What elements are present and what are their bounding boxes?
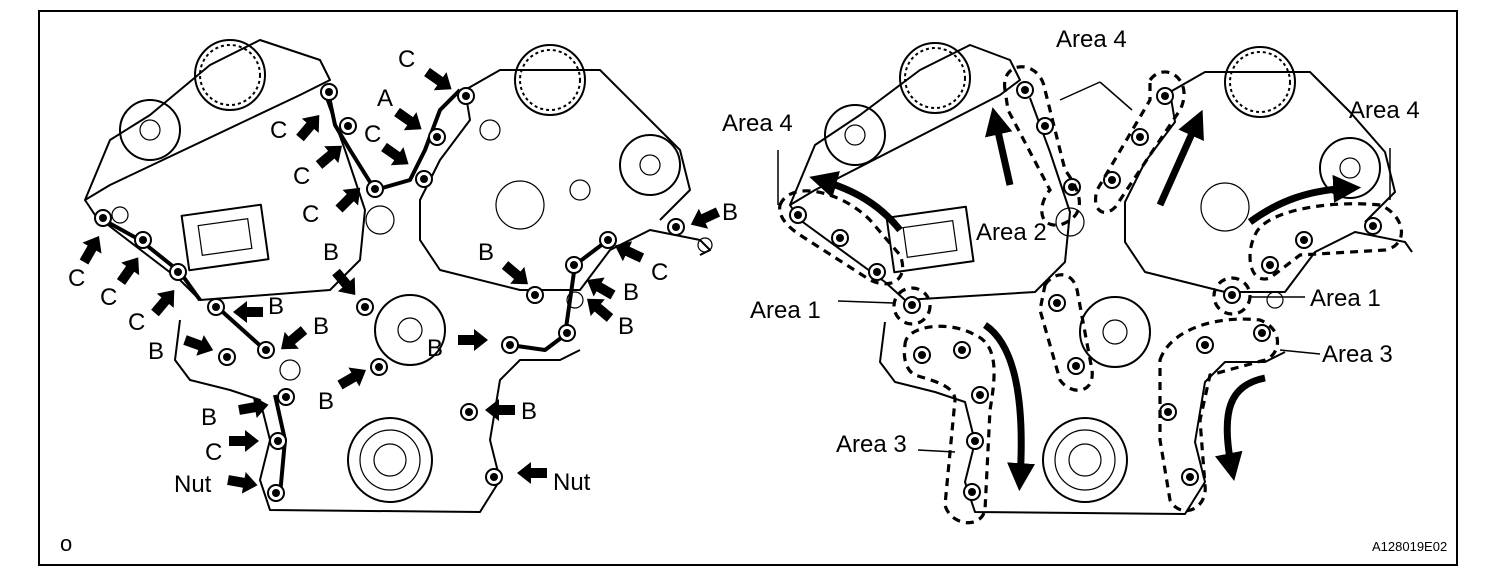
label-c: C: [270, 117, 287, 144]
label-c: C: [364, 121, 381, 148]
label-area-1: Area 1: [750, 297, 821, 324]
label-area-4: Area 4: [1349, 97, 1420, 124]
label-c: C: [68, 265, 85, 292]
left-diagram: C A C C C C B C C C C B B B B B B B B B …: [68, 39, 738, 513]
label-b: B: [268, 293, 284, 320]
label-c: C: [398, 46, 415, 73]
label-nut: Nut: [174, 471, 212, 498]
label-b: B: [618, 313, 634, 340]
label-area-1: Area 1: [1310, 285, 1381, 312]
label-c: C: [128, 309, 145, 336]
label-area-4: Area 4: [1056, 26, 1127, 53]
label-c: C: [651, 259, 668, 286]
label-b: B: [148, 338, 164, 365]
label-area-3: Area 3: [1322, 341, 1393, 368]
label-area-3: Area 3: [836, 431, 907, 458]
label-area-4: Area 4: [722, 110, 793, 137]
label-c: C: [302, 201, 319, 228]
label-b: B: [313, 313, 329, 340]
label-c: C: [293, 163, 310, 190]
label-a: A: [377, 85, 393, 112]
label-b: B: [722, 199, 738, 226]
label-nut: Nut: [553, 469, 591, 496]
label-b: B: [318, 388, 334, 415]
label-b: B: [323, 239, 339, 266]
figure-mark: o: [60, 531, 72, 556]
figure-frame: [38, 10, 1458, 566]
label-b: B: [623, 279, 639, 306]
label-b: B: [427, 335, 443, 362]
label-c: C: [205, 439, 222, 466]
label-b: B: [201, 404, 217, 431]
label-area-2: Area 2: [976, 219, 1047, 246]
label-b: B: [478, 239, 494, 266]
label-c: C: [100, 284, 117, 311]
figure-code: A128019E02: [1372, 539, 1447, 554]
label-b: B: [521, 398, 537, 425]
right-diagram: Area 4 Area 4 Area 4 Area 2 Area 1 Area …: [722, 26, 1420, 525]
